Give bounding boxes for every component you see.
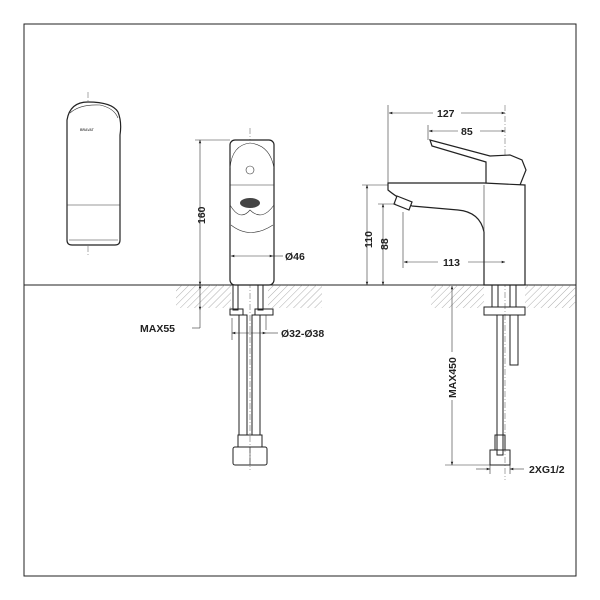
max-thickness-label: MAX55 [140, 323, 175, 335]
front-height-label: 160 [196, 206, 208, 224]
total-depth-label: 127 [437, 108, 455, 120]
countertop [24, 284, 576, 308]
body-diameter-label: Ø46 [285, 251, 305, 263]
brand-logo: BRAVAT [80, 128, 95, 132]
hole-diameter-label: Ø32-Ø38 [281, 328, 324, 340]
lever-depth-label: 85 [461, 126, 473, 138]
top-view: BRAVAT [66, 92, 122, 255]
side-view: 127 85 110 88 113 MAX450 2XG1/2 [362, 105, 565, 480]
connection-label: 2XG1/2 [529, 464, 565, 476]
spout-reach-label: 113 [443, 257, 460, 269]
outlet-height-label: 88 [379, 238, 391, 250]
front-view: 160 Ø46 MAX55 Ø32-Ø38 [140, 128, 324, 470]
spout-height-label: 110 [363, 231, 375, 248]
hose-length-label: MAX450 [447, 357, 459, 398]
